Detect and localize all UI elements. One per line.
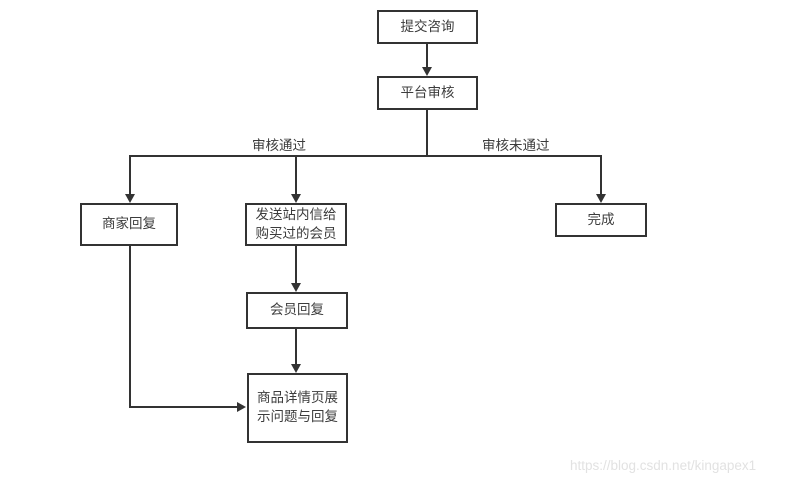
arrowhead-down-icon bbox=[125, 194, 135, 203]
arrowhead-down-icon bbox=[291, 194, 301, 203]
edge-label-approved: 审核通过 bbox=[252, 138, 306, 153]
edge-label-not-approved: 审核未通过 bbox=[482, 138, 550, 153]
watermark-text: https://blog.csdn.net/kingapex1 bbox=[570, 458, 757, 473]
connector-branch-to-complete bbox=[600, 155, 602, 194]
connector-member-reply-to-detail-page bbox=[295, 329, 297, 364]
connector-review-to-branch bbox=[426, 110, 428, 157]
node-send-site-message: 发送站内信给 购买过的会员 bbox=[245, 203, 347, 246]
arrowhead-down-icon bbox=[596, 194, 606, 203]
arrowhead-down-icon bbox=[291, 364, 301, 373]
node-merchant-reply: 商家回复 bbox=[80, 203, 178, 246]
arrowhead-right-icon bbox=[237, 402, 246, 412]
connector-merchant-reply-to-detail-page bbox=[129, 406, 237, 408]
arrowhead-down-icon bbox=[422, 67, 432, 76]
arrowhead-down-icon bbox=[291, 283, 301, 292]
branch-bar bbox=[129, 155, 602, 157]
connector-branch-to-send-message bbox=[295, 155, 297, 194]
connector-branch-to-merchant bbox=[129, 155, 131, 194]
node-member-reply: 会员回复 bbox=[246, 292, 348, 329]
connector-send-message-to-member-reply bbox=[295, 246, 297, 283]
node-platform-review: 平台审核 bbox=[377, 76, 478, 110]
connector-merchant-reply-down bbox=[129, 246, 131, 408]
node-submit-inquiry: 提交咨询 bbox=[377, 10, 478, 44]
connector-submit-to-review bbox=[426, 44, 428, 67]
node-product-detail-page: 商品详情页展 示问题与回复 bbox=[247, 373, 348, 443]
node-complete: 完成 bbox=[555, 203, 647, 237]
